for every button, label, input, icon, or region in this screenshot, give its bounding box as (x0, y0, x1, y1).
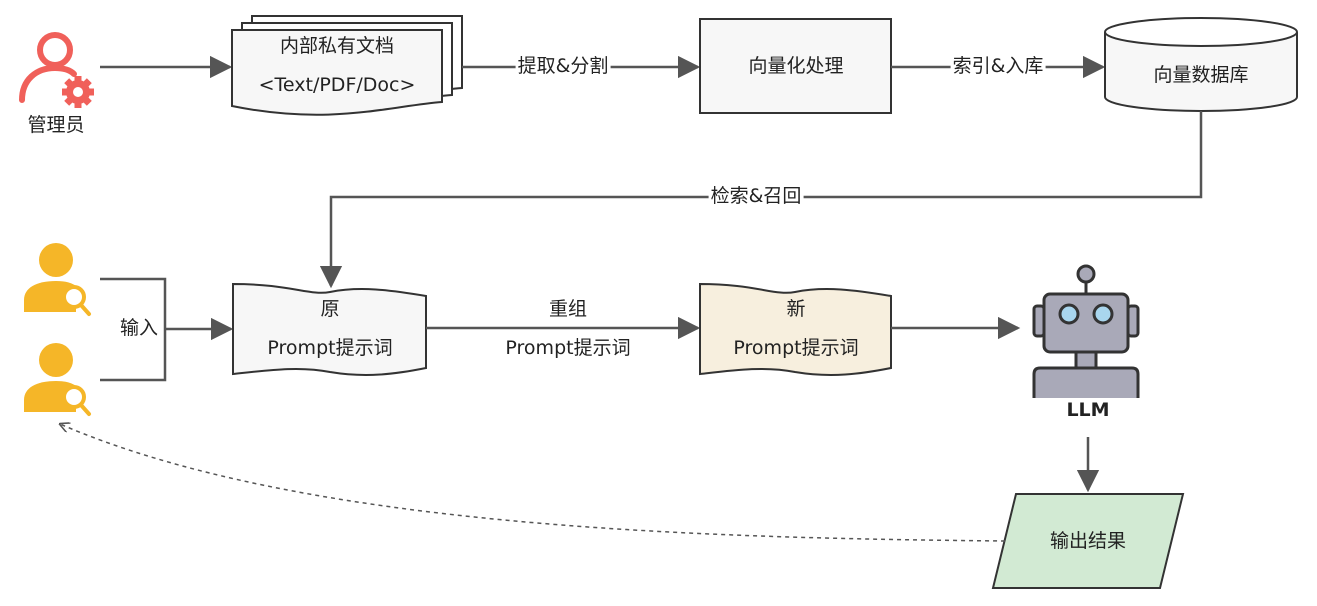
vector-db-cylinder (1104, 17, 1298, 112)
admin-label: 管理员 (27, 114, 85, 137)
edge-label-index-store: 索引&入库 (950, 55, 1046, 79)
orig-prompt-subtitle: Prompt提示词 (267, 337, 393, 360)
user-search-icon-bottom (24, 343, 91, 416)
edge-label-recombine: 重组 (546, 298, 590, 322)
admin-icon (19, 32, 94, 108)
new-prompt-shape (699, 282, 892, 376)
edge-label-extract-split: 提取&分割 (515, 55, 611, 79)
edge-input-bracket (100, 277, 234, 382)
robot-icon (1032, 264, 1140, 398)
new-prompt-subtitle: Prompt提示词 (733, 337, 859, 360)
edge-label-recombine-prompt: Prompt提示词 (503, 337, 633, 361)
orig-prompt-shape (232, 282, 427, 376)
vector-db-label: 向量数据库 (1153, 64, 1249, 87)
private-docs-shape (231, 15, 463, 116)
output-label: 输出结果 (1049, 530, 1127, 553)
private-docs-types: <Text/PDF/Doc> (258, 74, 416, 97)
llm-label: LLM (1066, 399, 1110, 422)
vectorize-box (699, 18, 892, 114)
edge-label-retrieve-recall: 检索&召回 (708, 185, 804, 209)
edge-output-to-user (60, 424, 1006, 542)
edge-label-input: 输入 (117, 317, 161, 341)
private-docs-title: 内部私有文档 (279, 35, 395, 58)
vectorize-label: 向量化处理 (748, 55, 844, 78)
orig-prompt-title: 原 (320, 298, 340, 321)
gear-icon (62, 76, 94, 108)
output-shape (991, 493, 1185, 589)
user-search-icon-top (24, 243, 91, 316)
new-prompt-title: 新 (786, 298, 806, 321)
